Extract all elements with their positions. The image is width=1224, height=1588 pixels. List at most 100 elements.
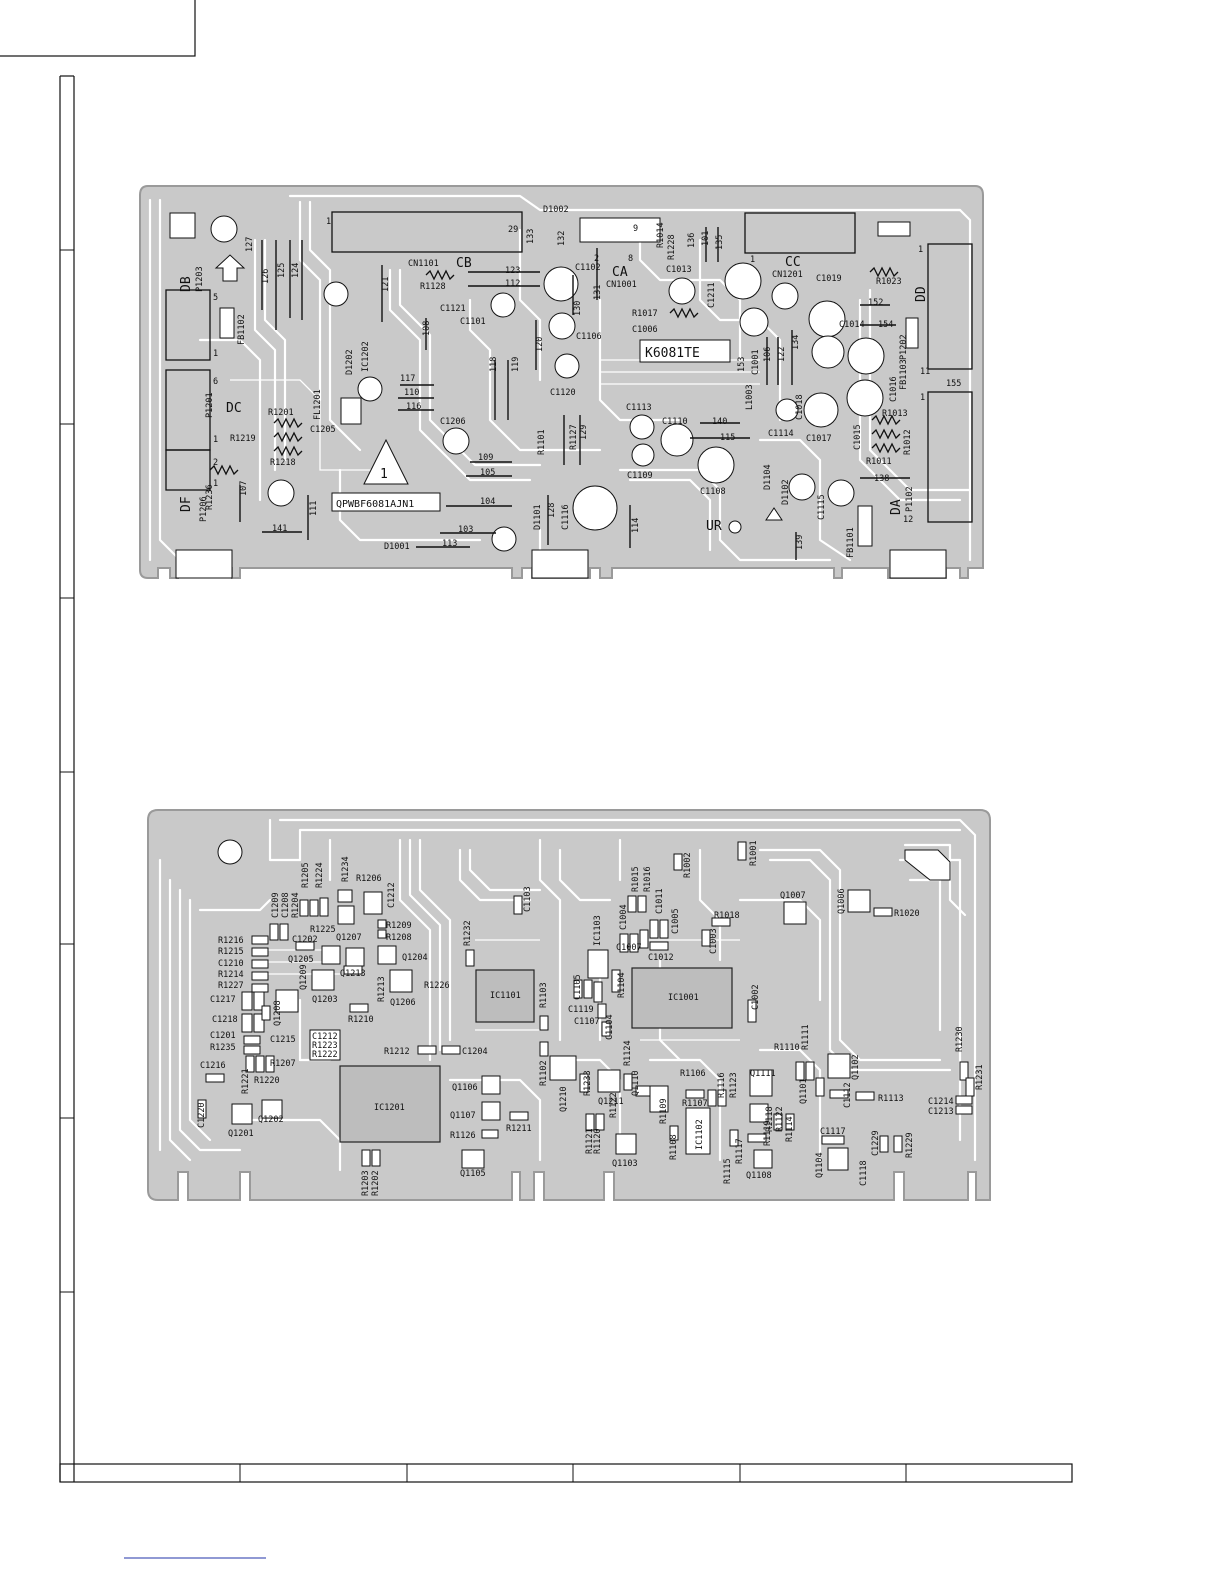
component-label: Q1203 xyxy=(312,995,338,1005)
component-label: D1001 xyxy=(384,542,410,552)
component-label: Q1208 xyxy=(273,1000,283,1026)
label-p1206: P1206 xyxy=(199,496,209,522)
component-label: R1123 xyxy=(729,1072,739,1098)
component-label: R1002 xyxy=(683,852,693,878)
component-label: C1206 xyxy=(440,417,466,427)
component-label: C1201 xyxy=(210,1031,236,1041)
component-label: R1202 xyxy=(371,1170,381,1196)
component-label: C1204 xyxy=(462,1047,488,1057)
warning-number: 1 xyxy=(380,467,388,482)
component-label: C1012 xyxy=(648,953,674,963)
component-label: 130 xyxy=(573,301,583,316)
component-label: R1205 xyxy=(301,862,311,888)
component-label: C1105 xyxy=(573,974,583,1000)
component-label: C1218 xyxy=(212,1015,238,1025)
component-label: 1 xyxy=(213,479,218,489)
component-label: C1212 xyxy=(312,1032,338,1042)
component-label: R1204 xyxy=(291,892,301,918)
component-label: R1016 xyxy=(643,866,653,892)
component-label: 121 xyxy=(381,277,391,292)
component-label: Q1108 xyxy=(746,1171,772,1181)
component-label: R1108 xyxy=(669,1134,679,1160)
component-label: R1221 xyxy=(241,1068,251,1094)
ic1103-chip xyxy=(587,949,609,979)
label-ca: CA xyxy=(612,265,628,280)
component-label: R1113 xyxy=(878,1094,904,1104)
component-label: Q1006 xyxy=(837,888,847,914)
component-label: C1116 xyxy=(561,504,571,530)
component-label: IC1202 xyxy=(361,341,371,372)
component-label: C1205 xyxy=(310,425,336,435)
component-label: R1232 xyxy=(463,920,473,946)
component-label: C1101 xyxy=(460,317,486,327)
component-label: R1220 xyxy=(254,1076,280,1086)
component-label: C1115 xyxy=(817,494,827,520)
component-label: R1114 xyxy=(785,1116,795,1142)
mounting-square xyxy=(169,212,196,239)
component-label: Q1211 xyxy=(598,1097,624,1107)
component-label: IC1102 xyxy=(695,1119,705,1150)
chip-label: K6081TE xyxy=(645,346,700,361)
component-label: R1227 xyxy=(218,981,244,991)
smd-parts xyxy=(197,841,975,1171)
component-label: 1 xyxy=(213,435,218,445)
component-label: R1218 xyxy=(270,458,296,468)
component-label: R1236 xyxy=(205,484,215,510)
label-cb: CB xyxy=(456,256,472,271)
grid-row-ticks xyxy=(60,249,74,1293)
component-label: R1128 xyxy=(420,282,446,292)
component-label: C1216 xyxy=(200,1061,226,1071)
component-label: R1115 xyxy=(723,1158,733,1184)
bottom-tab-middle xyxy=(531,549,589,579)
component-label: 1 xyxy=(213,349,218,359)
component-label: C1005 xyxy=(671,908,681,934)
ic1001-chip xyxy=(631,967,733,1029)
component-label: 141 xyxy=(272,524,287,534)
component-label: R1110 xyxy=(774,1043,800,1053)
component-label: R1121 xyxy=(585,1128,595,1154)
component-label: R1118 xyxy=(765,1106,775,1132)
component-label: C1114 xyxy=(768,429,794,439)
component-label: Q1110 xyxy=(631,1070,641,1096)
component-label: C1120 xyxy=(550,388,576,398)
component-label: C1119 xyxy=(568,1005,594,1015)
component-label: R1208 xyxy=(386,933,412,943)
label-p1203: P1203 xyxy=(195,266,205,292)
component-label: 112 xyxy=(505,279,520,289)
component-label: R1127 xyxy=(569,424,579,450)
ic1201-chip xyxy=(339,1065,441,1143)
component-label: C1229 xyxy=(871,1130,881,1156)
component-label: 12 xyxy=(903,515,913,525)
svg-text:UR: UR xyxy=(706,519,722,534)
component-label: FB1102 xyxy=(237,314,247,345)
component-label: 108 xyxy=(422,321,432,336)
component-label: R1106 xyxy=(680,1069,706,1079)
component-label: R1212 xyxy=(384,1047,410,1057)
component-label: 116 xyxy=(406,402,421,412)
label-da: DA xyxy=(889,499,904,515)
board-code-box xyxy=(331,492,441,512)
arrow-up-icon xyxy=(214,254,246,282)
component-label: Q1107 xyxy=(450,1111,476,1121)
component-label: 136 xyxy=(687,233,697,248)
component-label: 29 xyxy=(508,225,518,235)
connector-cn1201 xyxy=(744,212,856,254)
component-label: C1016 xyxy=(889,376,899,402)
component-label: 2 xyxy=(594,254,599,264)
component-label: R1017 xyxy=(632,309,658,319)
component-label: R1233 xyxy=(583,1070,593,1096)
component-label: 123 xyxy=(505,266,520,276)
bottom-board-labels: R1205 R1224 R1234 R1206 C1209 C1208 R120… xyxy=(197,840,985,1196)
component-label: C1113 xyxy=(626,403,652,413)
label-cc: CC xyxy=(785,255,801,270)
component-label: R1206 xyxy=(356,874,382,884)
component-label: R1229 xyxy=(905,1132,915,1158)
solder-pad xyxy=(877,221,911,237)
component-label: C1208 xyxy=(281,892,291,918)
component-label: Q1213 xyxy=(340,969,366,979)
component-label: D1002 xyxy=(543,205,569,215)
component-label: Q1104 xyxy=(815,1152,825,1178)
component-label: Q1007 xyxy=(780,891,806,901)
ferrite-fb1102 xyxy=(219,307,235,339)
component-label: R1230 xyxy=(955,1026,965,1052)
